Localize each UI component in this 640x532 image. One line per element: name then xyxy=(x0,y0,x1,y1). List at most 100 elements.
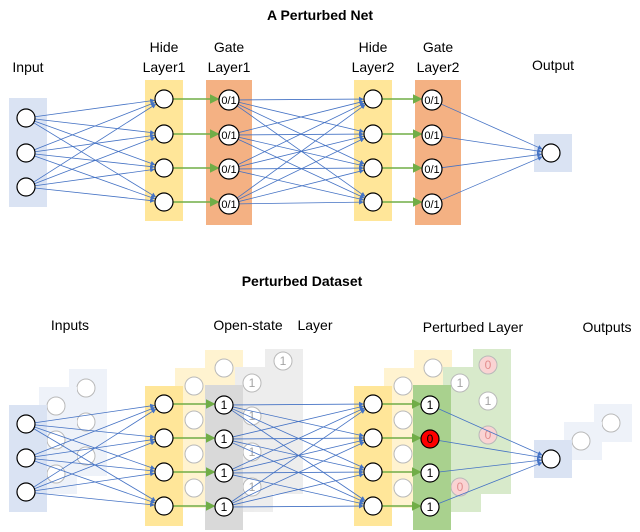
ghost-node xyxy=(76,412,96,432)
hidden-node xyxy=(154,496,174,516)
stacked-samples: 1111101100 xyxy=(39,349,632,512)
hidden-node xyxy=(363,496,383,516)
gate-node xyxy=(421,158,443,180)
connection-arrow xyxy=(33,103,157,183)
perturbed-value: 1 xyxy=(427,398,434,412)
open-state-node xyxy=(214,497,234,517)
connection-arrow xyxy=(238,96,364,102)
bottom-hide2-nodes xyxy=(363,394,383,516)
label-outputs: Outputs xyxy=(582,319,631,335)
perturbed-value: 1 xyxy=(427,500,434,514)
connection-arrow xyxy=(236,104,366,199)
connection-arrow xyxy=(34,406,156,456)
top-connections xyxy=(33,94,543,207)
output-node xyxy=(541,449,561,469)
input-nodes xyxy=(16,108,36,197)
bottom-input-nodes xyxy=(16,414,36,502)
connection-arrow xyxy=(34,440,156,490)
ghost-open-value: 1 xyxy=(249,376,256,390)
hidden-node xyxy=(154,428,174,448)
ghost-perturbed-value: 0 xyxy=(457,480,464,494)
gate-node xyxy=(421,124,443,146)
input-node xyxy=(16,143,36,163)
connection-arrow xyxy=(232,472,365,506)
label-output: Output xyxy=(532,57,574,73)
ghost-node xyxy=(423,358,443,378)
connection-arrow xyxy=(438,440,542,460)
connection-arrow xyxy=(34,403,155,424)
gate-node xyxy=(421,193,443,215)
connection-arrow xyxy=(237,102,365,165)
ghost-open-node xyxy=(242,373,262,393)
ghost-node xyxy=(184,478,204,498)
gate-value: 0/1 xyxy=(221,199,236,211)
gate1-nodes: 0/1 0/1 0/1 0/1 xyxy=(218,89,240,215)
gate-value: 0/1 xyxy=(221,95,236,107)
ghost-output-box xyxy=(594,404,632,442)
label-open-state: Open-state xyxy=(213,317,282,333)
connection-arrow xyxy=(237,137,365,200)
connection-arrow xyxy=(236,105,366,197)
ghost-open-node xyxy=(273,351,293,371)
label-hide2-b: Layer2 xyxy=(352,59,395,75)
connection-arrow xyxy=(34,187,155,203)
hidden-node xyxy=(154,124,174,144)
connection-arrow xyxy=(232,404,365,438)
connection-arrow xyxy=(441,152,542,169)
connection-arrow xyxy=(34,471,155,492)
connection-arrow xyxy=(34,101,156,151)
gate-node xyxy=(218,89,240,111)
connection-arrow xyxy=(441,156,543,201)
ghost-node xyxy=(184,410,204,430)
connection-arrow xyxy=(34,136,156,185)
gate-value: 0/1 xyxy=(424,199,439,211)
label-gate1-b: Layer1 xyxy=(208,59,251,75)
perturbed-value: 1 xyxy=(427,466,434,480)
ghost-open-value: 1 xyxy=(249,409,256,423)
ghost-input-box xyxy=(69,369,107,476)
open-state-value: 1 xyxy=(221,500,228,514)
label-perturbed-layer: Perturbed Layer xyxy=(423,319,524,335)
hidden-node xyxy=(363,462,383,482)
hidden-node xyxy=(363,89,383,109)
connection-arrow xyxy=(238,169,365,202)
bottom-diagram: Perturbed Dataset Inputs Open-state Laye… xyxy=(9,273,632,530)
gate-node xyxy=(218,193,240,215)
gate-value: 0/1 xyxy=(221,130,236,142)
ghost-perturbed-value: 0 xyxy=(485,358,492,372)
connection-arrow xyxy=(34,98,155,118)
input-node xyxy=(16,448,36,468)
ghost-node xyxy=(571,431,591,451)
gate-value: 0/1 xyxy=(424,164,439,176)
gate-value: 0/1 xyxy=(424,95,439,107)
connection-arrow xyxy=(33,122,157,198)
gate-node xyxy=(218,124,240,146)
label-inputs: Inputs xyxy=(51,317,89,333)
perturbed-node xyxy=(420,395,440,415)
gate2-nodes: 0/1 0/1 0/1 0/1 xyxy=(421,89,443,215)
hidden-node xyxy=(363,124,383,144)
label-gate2-b: Layer2 xyxy=(417,59,460,75)
bottom-connections xyxy=(33,399,543,511)
ghost-node xyxy=(184,444,204,464)
ghost-perturbed-value: 1 xyxy=(485,394,492,408)
bottom-hide1-nodes xyxy=(154,394,174,516)
connection-arrow xyxy=(232,401,364,407)
hide1-nodes xyxy=(154,89,174,212)
connection-arrow xyxy=(238,165,364,171)
hidden-node xyxy=(154,462,174,482)
hidden-node xyxy=(154,192,174,212)
connection-arrow xyxy=(238,170,365,202)
open-state-value: 1 xyxy=(221,432,228,446)
gate-value: 0/1 xyxy=(424,130,439,142)
hidden-node xyxy=(154,89,174,109)
hidden-node xyxy=(154,158,174,178)
perturbed-node xyxy=(420,463,440,483)
connection-arrow xyxy=(238,131,364,137)
hide2-nodes xyxy=(363,89,383,212)
ghost-node xyxy=(393,376,413,396)
connection-arrow xyxy=(440,103,543,150)
ghost-node xyxy=(393,410,413,430)
hidden-node xyxy=(363,428,383,448)
